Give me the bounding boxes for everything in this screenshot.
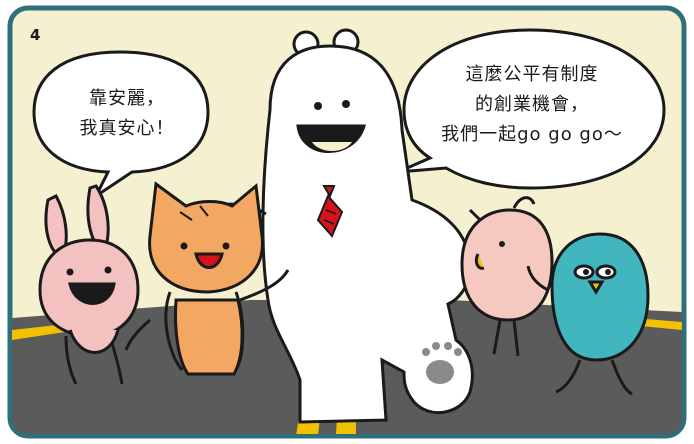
speech-right-text: 這麼公平有制度 的創業機會， 我們一起go go go～ [412,60,652,150]
orange-cat-character [124,181,290,376]
speech-bubble-right [397,28,666,190]
pink-rabbit-character [38,184,140,385]
red-tie [316,185,344,238]
speech-right-line: 這麼公平有制度 [465,64,599,85]
speech-left-text: 靠安麗， 我真安心！ [52,84,202,144]
blue-bird-character [526,232,650,396]
pink-chick-character [460,196,554,357]
speech-right-line: 我們一起go go go～ [441,124,623,145]
panel-number: 4 [30,26,41,44]
speech-left-line: 我真安心！ [79,118,175,139]
speech-right-line: 的創業機會， [475,94,589,115]
speech-left-line: 靠安麗， [89,88,165,109]
white-bear-character [177,28,501,424]
